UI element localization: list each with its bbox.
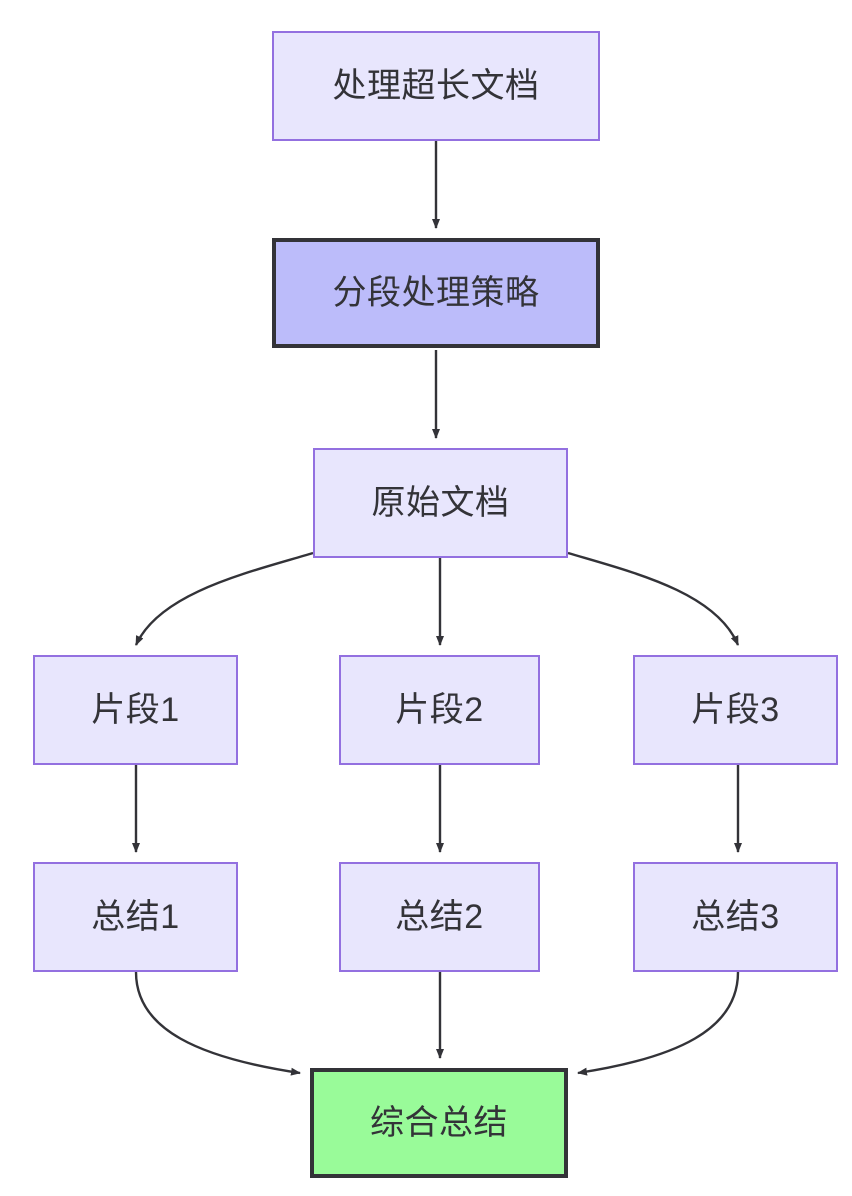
edge-summary-3-to-combined [577, 971, 740, 1076]
node-label: 片段2 [395, 690, 484, 729]
node-label: 片段3 [691, 690, 780, 729]
node-label: 分段处理策略 [332, 273, 540, 312]
node-handle-long-doc[interactable]: 处理超长文档 [272, 31, 600, 141]
node-summary-1[interactable]: 总结1 [33, 862, 238, 972]
edge-original-to-fragment-3 [567, 551, 740, 646]
node-label: 综合总结 [370, 1103, 508, 1142]
edge-summary-1-to-combined [134, 971, 301, 1076]
edge-original-to-fragment-1 [134, 551, 314, 646]
node-fragment-2[interactable]: 片段2 [339, 655, 540, 765]
node-summary-3[interactable]: 总结3 [633, 862, 838, 972]
node-original-document[interactable]: 原始文档 [313, 448, 568, 558]
node-label: 处理超长文档 [332, 66, 540, 105]
node-chunking-strategy[interactable]: 分段处理策略 [272, 238, 600, 348]
node-fragment-3[interactable]: 片段3 [633, 655, 838, 765]
node-label: 原始文档 [371, 483, 510, 522]
node-label: 总结2 [395, 897, 484, 936]
node-fragment-1[interactable]: 片段1 [33, 655, 238, 765]
node-label: 片段1 [91, 690, 180, 729]
node-combined-summary[interactable]: 综合总结 [310, 1068, 568, 1178]
node-label: 总结1 [91, 897, 180, 936]
node-label: 总结3 [691, 897, 780, 936]
node-summary-2[interactable]: 总结2 [339, 862, 540, 972]
